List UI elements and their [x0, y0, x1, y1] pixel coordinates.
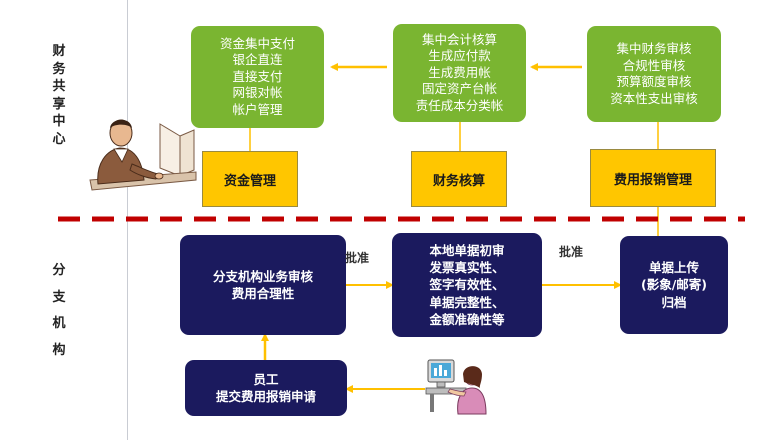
label-branch-office: 分 支 机 构 [47, 258, 71, 365]
box-text-line: 银企直连 [232, 52, 283, 68]
label-char: 构 [52, 342, 66, 358]
label-char: 共 [52, 79, 66, 95]
box-text-line: 网银对帐 [232, 85, 283, 101]
box-text-line: (影象/邮寄) [641, 277, 707, 293]
box-text-line: 费用合理性 [231, 286, 295, 301]
label-char: 支 [52, 289, 66, 305]
approve-label: 批准 [559, 245, 584, 259]
box-text-line: 生成应付款 [428, 48, 491, 64]
box-text-line: 发票真实性、 [429, 260, 505, 276]
label-char: 分 [52, 263, 66, 278]
box-text-line: 单据完整性、 [429, 294, 505, 310]
box-text-line: 集中会计核算 [421, 31, 497, 47]
box-text-line: 分支机构业务审核 [212, 268, 313, 284]
box-text-line: 金额准确性等 [429, 311, 505, 327]
box-fund-management: 资金管理 [202, 151, 298, 207]
box-text-line: 集中财务审核 [616, 41, 692, 56]
box-text-line: 签字有效性、 [429, 277, 505, 293]
box-text-line: 生成费用帐 [428, 64, 491, 80]
box-text-line: 合规性审核 [622, 57, 686, 73]
box-centralized-accounting: 集中会计核算 生成应付款 生成费用帐 固定资产台帐 责任成本分类帐 [393, 24, 526, 122]
label-char: 财 [52, 44, 66, 59]
box-text-line: 本地单据初审 [429, 242, 505, 258]
box-text-line: 帐户管理 [232, 101, 283, 117]
box-centralized-audit: 集中财务审核 合规性审核 预算额度审核 资本性支出审核 [587, 26, 721, 122]
label-char: 机 [52, 316, 66, 332]
businessman-at-desk-icon [89, 119, 197, 191]
box-text-line: 固定资产台帐 [421, 81, 497, 97]
box-employee-submit: 员工 提交费用报销申请 [185, 360, 347, 416]
box-local-document-review: 本地单据初审 发票真实性、 签字有效性、 单据完整性、 金额准确性等 [392, 233, 542, 337]
box-text-line: 员工 [253, 371, 279, 387]
label-char: 享 [52, 96, 66, 112]
box-text-line: 资金集中支付 [219, 35, 295, 51]
box-text-line: 提交费用报销申请 [215, 389, 316, 404]
box-branch-business-review: 分支机构业务审核 费用合理性 [180, 235, 346, 335]
box-fund-centralized-payment: 资金集中支付 银企直连 直接支付 网银对帐 帐户管理 [191, 26, 324, 128]
label-char: 中 [52, 114, 66, 130]
box-expense-reimbursement-management: 费用报销管理 [590, 149, 716, 207]
box-text-line: 资本性支出审核 [610, 90, 698, 106]
box-financial-accounting: 财务核算 [411, 151, 507, 207]
label-char: 务 [52, 61, 66, 77]
box-text-line: 责任成本分类帐 [415, 97, 504, 113]
approve-label: 批准 [345, 251, 370, 265]
box-document-upload: 单据上传 (影象/邮寄) 归档 [620, 236, 728, 334]
box-text-line: 单据上传 [648, 260, 699, 276]
woman-at-computer-icon [425, 359, 487, 415]
label-char: 心 [52, 131, 66, 147]
box-text-line: 直接支付 [232, 68, 283, 84]
label-finance-shared-center: 财 务 共 享 中 心 [47, 43, 71, 148]
box-text-line: 归档 [661, 294, 687, 310]
box-text-line: 预算额度审核 [616, 74, 692, 89]
